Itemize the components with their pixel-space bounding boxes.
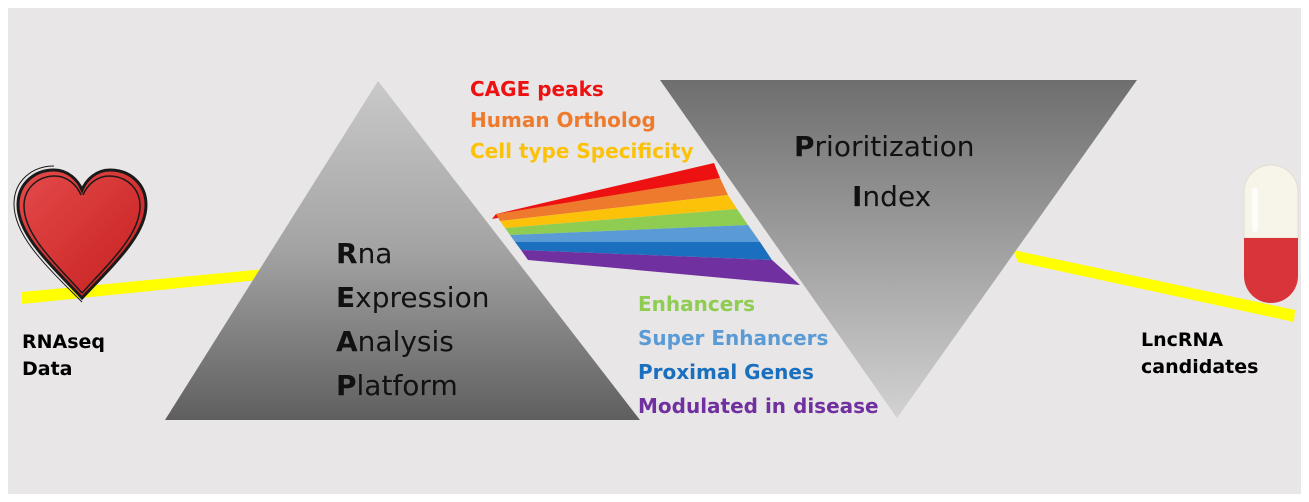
index-rest: ndex [862,180,932,213]
index-label: Prioritization Index [794,122,975,222]
feature-label-modulated: Modulated in disease [638,394,879,418]
output-label: LncRNA candidates [1141,327,1258,381]
platform-rest: nalysis [357,325,454,358]
features-bottom: Enhancers Super Enhancers Proximal Genes… [638,287,879,423]
index-line: Index [794,172,975,222]
platform-line: Rna [336,232,489,276]
feature-label-cage: CAGE peaks [470,77,604,101]
index-initial: I [852,180,863,213]
spectrum-blue-beam [515,242,772,260]
spectrum-lightblue-beam [510,225,760,242]
feature-label-ortholog: Human Ortholog [470,108,656,132]
output-label-line2: candidates [1141,356,1259,378]
output-beam [1013,250,1295,322]
platform-initial: E [336,281,356,314]
index-rest: rioritization [814,130,975,163]
platform-label: Rna Expression Analysis Platform [336,232,489,408]
index-line: Prioritization [794,122,975,172]
spectrum-purple-beam [521,250,800,285]
platform-line: Platform [336,364,489,408]
spectrum-green-beam [505,209,748,235]
feature-label-specificity: Cell type Specificity [470,139,694,163]
platform-initial: R [336,237,358,270]
platform-initial: P [336,369,357,402]
input-label-line2: Data [22,358,73,380]
platform-rest: na [357,237,393,270]
input-label: RNAseq Data [22,329,105,383]
spectrum-yellow-beam [500,195,737,228]
feature-label-proximal-genes: Proximal Genes [638,360,814,384]
spectrum-orange-beam [496,178,728,221]
index-initial: P [794,130,815,163]
platform-line: Expression [336,276,489,320]
platform-rest: latform [356,369,458,402]
features-top: CAGE peaks Human Ortholog Cell type Spec… [470,74,694,167]
platform-triangle [165,81,640,420]
platform-rest: xpression [355,281,490,314]
platform-line: Analysis [336,320,489,364]
spectrum-red-beam [492,163,720,219]
feature-label-enhancers: Enhancers [638,292,756,316]
platform-initial: A [336,325,358,358]
index-triangle [660,80,1137,418]
pill-icon [1243,164,1299,303]
input-label-line1: RNAseq [22,331,106,353]
heart-icon [13,165,148,303]
feature-label-super-enhancers: Super Enhancers [638,326,829,350]
output-label-line1: LncRNA [1141,329,1224,351]
